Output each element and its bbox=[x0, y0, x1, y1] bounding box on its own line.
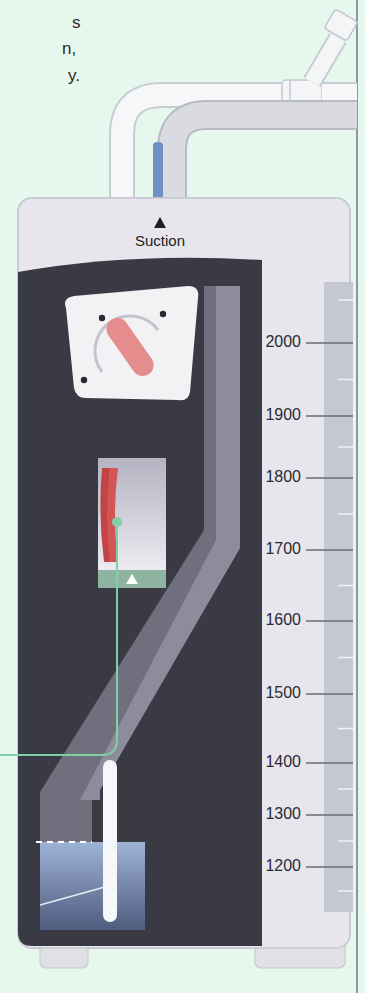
scale-number: 1300 bbox=[265, 806, 301, 822]
scale-tick bbox=[306, 342, 353, 344]
scale-tick bbox=[306, 415, 353, 417]
scale-tick bbox=[338, 728, 353, 730]
cropped-text: s bbox=[72, 14, 81, 31]
scale-ticks bbox=[306, 300, 353, 891]
fill-line bbox=[36, 841, 92, 843]
edge-rule bbox=[356, 0, 358, 993]
scale-number: 1500 bbox=[265, 685, 301, 701]
leader-dot bbox=[112, 517, 122, 527]
leader-line bbox=[0, 522, 117, 755]
scale-tick bbox=[306, 549, 353, 551]
scale-number: 1600 bbox=[265, 612, 301, 628]
scale-tick bbox=[338, 840, 353, 842]
scale-tick bbox=[338, 657, 353, 659]
scale-tick bbox=[306, 693, 353, 695]
scale-tick bbox=[338, 890, 353, 892]
scale-tick bbox=[338, 788, 353, 790]
scale-tick bbox=[338, 299, 353, 301]
water-seal bbox=[40, 842, 145, 930]
suction-port bbox=[153, 142, 163, 204]
indicator-band bbox=[98, 570, 166, 588]
cropped-text: y. bbox=[68, 67, 80, 84]
tube-cap bbox=[324, 9, 358, 41]
scale-number: 1400 bbox=[265, 754, 301, 770]
scale-number: 1800 bbox=[265, 469, 301, 485]
port-label: Suction bbox=[135, 233, 185, 248]
suction-dial-knob bbox=[102, 314, 158, 381]
chamber-panel bbox=[18, 258, 262, 946]
scale-tick bbox=[306, 762, 353, 764]
suction-indicator-window bbox=[98, 458, 166, 588]
housing bbox=[18, 198, 350, 948]
volume-scale bbox=[324, 282, 353, 912]
scale-tick bbox=[338, 379, 353, 381]
scale-tick bbox=[306, 866, 353, 868]
channel bbox=[40, 286, 240, 852]
water-seal-tube bbox=[103, 760, 117, 922]
scale-number: 1700 bbox=[265, 541, 301, 557]
scale-tick bbox=[338, 446, 353, 448]
cropped-text: n, bbox=[62, 40, 76, 57]
scale-tick bbox=[338, 513, 353, 515]
scale-tick bbox=[306, 620, 353, 622]
scale-tick bbox=[306, 477, 353, 479]
scale-number: 1200 bbox=[265, 858, 301, 874]
suction-dial-plate bbox=[65, 286, 198, 400]
suction-arrow bbox=[154, 217, 166, 228]
scale-number: 2000 bbox=[265, 334, 301, 350]
scale-tick bbox=[306, 814, 353, 816]
scale-tick bbox=[338, 585, 353, 587]
scale-number: 1900 bbox=[265, 407, 301, 423]
